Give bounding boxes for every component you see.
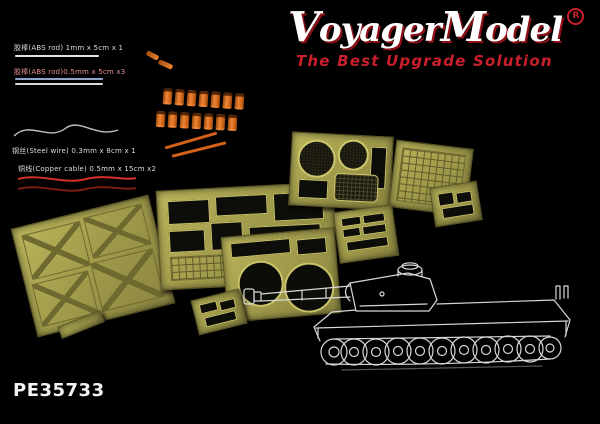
logo-letters-odel: odel: [485, 10, 563, 50]
resin-cylinder: [186, 89, 197, 107]
material-label-abs-rod-1: 胶棒(ABS rod) 1mm x 5cm x 1: [14, 44, 124, 52]
pe-panel: [90, 248, 165, 313]
resin-part-small-2: [157, 59, 174, 70]
abs-rod-1-sample: [15, 55, 99, 57]
pe-cutout: [340, 215, 362, 228]
pe-cutout: [361, 223, 387, 236]
logo-letter-m: M: [440, 3, 486, 51]
resin-parts-row-2: [155, 110, 238, 132]
product-code: PE35733: [13, 380, 105, 401]
pe-mesh-screen-round: [296, 138, 337, 179]
registered-trademark-icon: R: [567, 8, 584, 25]
resin-cylinder: [155, 110, 166, 128]
resin-cylinder: [203, 113, 214, 130]
pe-cutout: [455, 190, 473, 204]
pe-cutout: [441, 203, 475, 220]
logo-letters-oyager: oyager: [318, 10, 442, 50]
steel-wire-sample: [13, 124, 119, 137]
pe-mesh-screen-rect: [333, 172, 379, 203]
pe-cutout: [437, 191, 456, 207]
abs-rod-2-sample-blue: [15, 78, 103, 80]
copper-cable-sample: [17, 176, 137, 192]
pe-cutout: [198, 300, 219, 315]
pe-mesh-screen-round: [337, 138, 370, 172]
resin-parts-row-1: [162, 88, 245, 110]
pe-cutout: [297, 178, 329, 200]
resin-cylinder: [179, 112, 190, 129]
resin-cylinder: [222, 92, 233, 109]
pe-fret-small-right: [429, 180, 483, 228]
pe-cutout: [167, 198, 211, 226]
pe-cutout: [168, 229, 206, 254]
pe-fret-round-screens: [288, 131, 394, 211]
pe-cutout: [214, 193, 268, 217]
resin-cylinder: [210, 91, 221, 109]
material-label-copper-cable: 铜线(Copper cable) 0.5mm x 15cm x2: [18, 165, 157, 173]
pe-cutout: [342, 226, 362, 239]
resin-cylinder: [191, 112, 202, 130]
resin-cylinder: [198, 90, 209, 108]
material-label-steel-wire: 钢丝(Steel wire) 0.3mm x 8cm x 1: [12, 147, 136, 155]
resin-part-small-1: [145, 50, 160, 61]
resin-cylinder: [174, 89, 185, 106]
pe-cutout: [362, 212, 386, 225]
tank-line-drawing: [243, 262, 571, 371]
resin-cylinder: [167, 111, 178, 128]
resin-cylinder: [227, 114, 238, 132]
resin-cylinder: [162, 88, 173, 105]
resin-cylinder: [234, 93, 245, 110]
material-label-abs-rod-2: 胶棒(ABS rod)0.5mm x 5cm x3: [14, 68, 126, 76]
resin-cylinder: [215, 114, 226, 131]
abs-rod-2-sample-white: [15, 83, 103, 85]
logo-letter-v: V: [288, 3, 320, 51]
brand-tagline: The Best Upgrade Solution: [296, 52, 553, 71]
